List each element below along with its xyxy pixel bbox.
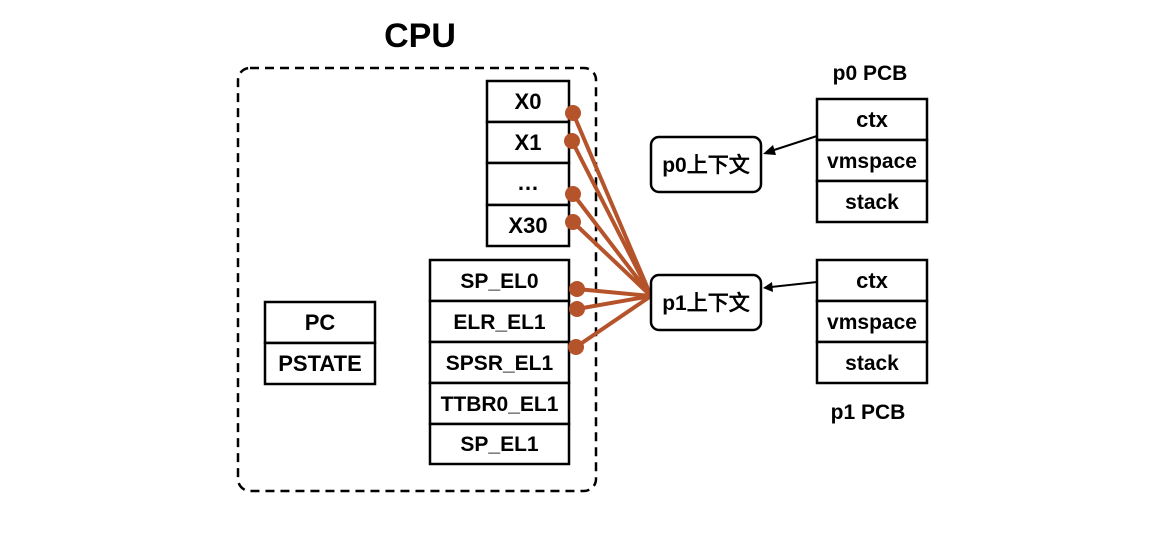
cpu-boundary [236, 66, 598, 493]
register-x1-label: X1 [515, 130, 542, 155]
wire-x0 [571, 111, 653, 298]
wire-sp-el0 [575, 287, 653, 298]
p1-context-box [649, 273, 763, 332]
p0-pcb: ctx vmspace stack [815, 97, 929, 224]
p1-pcb-stack-label: stack [845, 352, 899, 375]
pstate-cell [263, 341, 377, 386]
register-spsr-el1-label: SPSR_EL1 [446, 352, 554, 375]
p0-context-label: p0上下文 [662, 153, 751, 177]
register-spsr-el1-cell [428, 340, 571, 385]
register-x30-label: X30 [508, 213, 547, 238]
p1-pcb-title: p1 PCB [831, 401, 906, 424]
pc-cell [263, 300, 377, 345]
wire-dot-x30 [565, 214, 581, 230]
register-x0-label: X0 [515, 89, 542, 114]
p1-pcb: ctx vmspace stack [815, 258, 929, 385]
gp-register-stack: X0 X1 … X30 [485, 79, 571, 248]
p0-context-box [649, 135, 763, 194]
wire-elr-el1 [575, 294, 653, 311]
register-sp-el0-label: SP_EL0 [460, 270, 538, 293]
wire-x1 [570, 139, 653, 298]
wire-spsr-el1 [574, 294, 653, 349]
p1-pcb-ctx-label: ctx [856, 268, 889, 293]
ctx-pointer-arrow-p0 [763, 135, 818, 155]
pc-pstate-block: PC PSTATE [263, 300, 377, 386]
register-ellipsis-label: … [517, 170, 539, 195]
p0-pcb-title: p0 PCB [833, 62, 908, 85]
sys-register-stack: SP_EL0 ELR_EL1 SPSR_EL1 TTBR0_EL1 SP_EL1 [428, 258, 571, 466]
register-sp-el1-cell [428, 422, 571, 466]
ctx-pointer-arrow-p1 [763, 281, 818, 292]
wire-x30 [571, 220, 653, 298]
p0-pcb-vmspace-label: vmspace [827, 150, 917, 173]
wire-dot-sp-el0 [569, 281, 585, 297]
p0-pcb-stack-label: stack [845, 191, 899, 214]
context-wires [564, 105, 653, 355]
p1-pcb-ctx-cell [815, 258, 929, 303]
register-sp-el1-label: SP_EL1 [460, 433, 539, 456]
wire-dot-spsr-el1 [568, 339, 584, 355]
register-ttbr0-el1-cell [428, 381, 571, 426]
wire-dot-x0 [565, 105, 581, 121]
register-sp-el0-cell [428, 258, 571, 303]
p0-pcb-stack-cell [815, 179, 929, 224]
pc-label: PC [305, 310, 336, 335]
p1-pcb-stack-cell [815, 340, 929, 385]
p0-pcb-ctx-label: ctx [856, 107, 889, 132]
wire-dot-elr-el1 [569, 301, 585, 317]
p1-pcb-vmspace-label: vmspace [827, 311, 917, 334]
register-ttbr0-el1-label: TTBR0_EL1 [441, 393, 559, 416]
cpu-title: CPU [384, 17, 456, 55]
p0-pcb-vmspace-cell [815, 138, 929, 183]
p1-context-label: p1上下文 [662, 291, 751, 315]
register-elr-el1-cell [428, 299, 571, 344]
register-x1-cell [485, 120, 571, 165]
wire-ellipsis [571, 192, 653, 298]
wire-dot-ellipsis [565, 186, 581, 202]
wire-dot-x1 [564, 133, 580, 149]
register-elr-el1-label: ELR_EL1 [453, 311, 546, 334]
p0-pcb-ctx-cell [815, 97, 929, 142]
pstate-label: PSTATE [278, 351, 362, 376]
